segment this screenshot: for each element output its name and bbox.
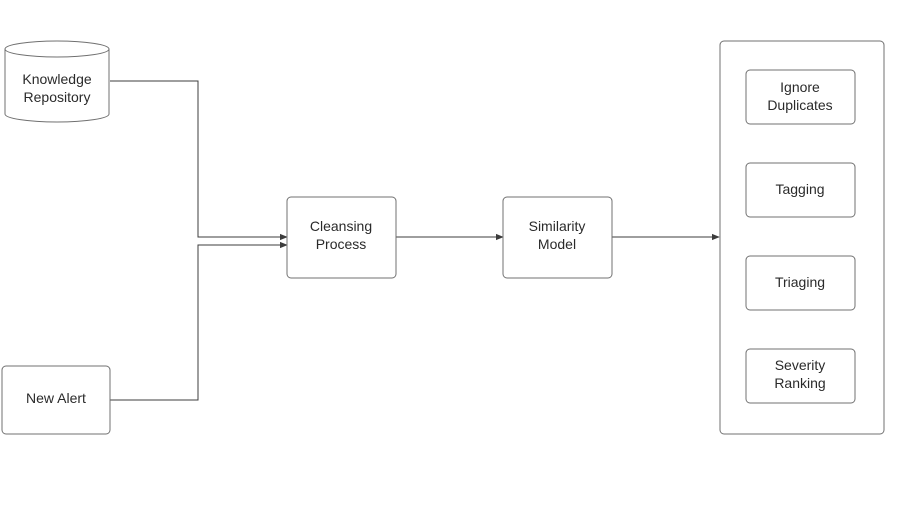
cleansing-process-node[interactable]: Cleansing Process bbox=[286, 196, 397, 279]
cleansing-process-label-line2: Process bbox=[316, 236, 367, 252]
outputs-container: Ignore Duplicates Tagging Triaging Sever… bbox=[719, 40, 885, 435]
knowledge-repository-label-line2: Repository bbox=[24, 89, 91, 105]
database-cylinder-icon bbox=[4, 40, 110, 123]
connector-knowledge-to-cleansing bbox=[110, 80, 288, 241]
new-alert-label: New Alert bbox=[26, 390, 86, 406]
connector-alert-to-cleansing bbox=[110, 241, 288, 401]
knowledge-repository-label-line1: Knowledge bbox=[22, 71, 91, 87]
tagging-label: Tagging bbox=[775, 181, 824, 197]
triaging-node[interactable]: Triaging bbox=[745, 255, 856, 311]
similarity-model-label-line2: Model bbox=[538, 236, 576, 252]
outputs-container-box bbox=[719, 40, 885, 435]
knowledge-repository-node[interactable]: Knowledge Repository bbox=[4, 40, 110, 123]
new-alert-box bbox=[1, 365, 111, 435]
tagging-node[interactable]: Tagging bbox=[745, 162, 856, 218]
severity-ranking-label-line1: Severity bbox=[775, 357, 826, 373]
triaging-label: Triaging bbox=[775, 274, 825, 290]
ignore-duplicates-label-line1: Ignore bbox=[780, 79, 820, 95]
severity-ranking-node[interactable]: Severity Ranking bbox=[745, 348, 856, 404]
cleansing-process-label-line1: Cleansing bbox=[310, 218, 372, 234]
ignore-duplicates-box bbox=[745, 69, 856, 125]
severity-ranking-box bbox=[745, 348, 856, 404]
similarity-model-box bbox=[502, 196, 613, 279]
tagging-box bbox=[745, 162, 856, 218]
triaging-box bbox=[745, 255, 856, 311]
similarity-model-node[interactable]: Similarity Model bbox=[502, 196, 613, 279]
cleansing-process-box bbox=[286, 196, 397, 279]
similarity-model-label-line1: Similarity bbox=[529, 218, 586, 234]
severity-ranking-label-line2: Ranking bbox=[774, 375, 825, 391]
ignore-duplicates-node[interactable]: Ignore Duplicates bbox=[745, 69, 856, 125]
ignore-duplicates-label-line2: Duplicates bbox=[767, 97, 832, 113]
database-cylinder-rim bbox=[4, 48, 110, 58]
new-alert-node[interactable]: New Alert bbox=[1, 365, 111, 435]
